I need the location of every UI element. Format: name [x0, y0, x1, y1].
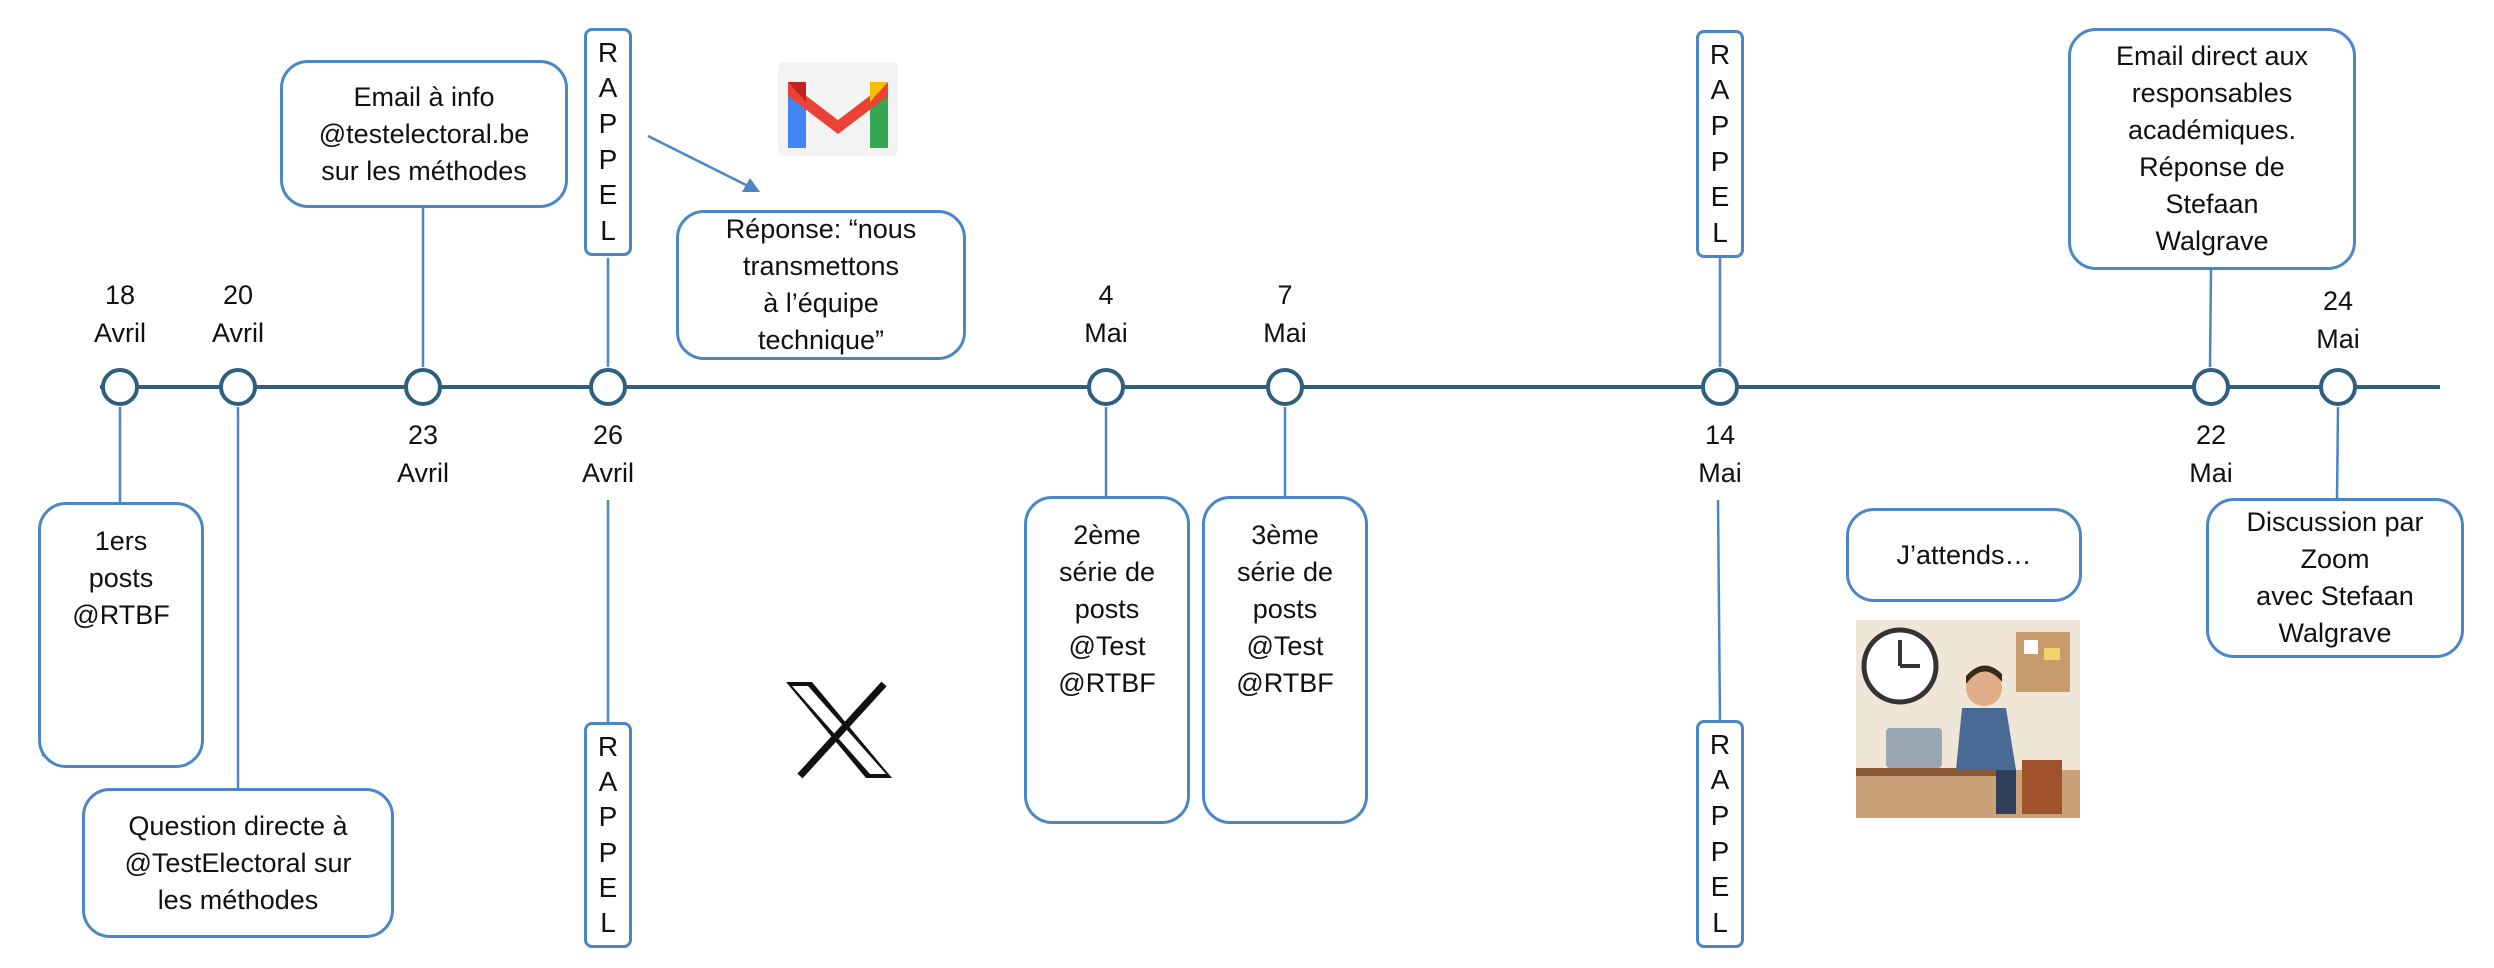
rappel-marker-bottom-26-avril: R A P P E L: [584, 722, 632, 948]
rappel-letter: R: [597, 36, 619, 68]
rappel-letter: P: [598, 836, 618, 868]
deuxieme-serie-text: 2ème série de posts @Test @RTBF: [1058, 520, 1156, 698]
j-attends-box: J’attends…: [1846, 508, 2082, 602]
date-month: Mai: [2316, 324, 2360, 354]
date-label-24-mai: 24 Mai: [2268, 282, 2408, 358]
rappel-letter: P: [1710, 835, 1730, 867]
discussion-zoom-box: Discussion par Zoom avec Stefaan Walgrav…: [2206, 498, 2464, 658]
troisieme-serie-box: 3ème série de posts @Test @RTBF: [1202, 496, 1368, 824]
rappel-letter: P: [598, 143, 618, 175]
x-logo-icon: [786, 681, 892, 779]
rappel-letter: P: [1710, 145, 1730, 177]
date-month: Avril: [93, 318, 146, 348]
date-month: Mai: [1698, 458, 1742, 488]
date-label-22-mai: 22 Mai: [2141, 416, 2281, 492]
date-day: 7: [1277, 280, 1293, 310]
date-day: 4: [1098, 280, 1114, 310]
timeline-node: [1701, 368, 1739, 406]
date-month: Mai: [1263, 318, 1307, 348]
rappel-letter: P: [598, 801, 618, 833]
date-day: 18: [104, 280, 136, 310]
date-month: Mai: [1084, 318, 1128, 348]
date-month: Mai: [2189, 458, 2233, 488]
rappel-letter: A: [1710, 74, 1730, 106]
timeline-node: [2319, 368, 2357, 406]
rappel-letter: P: [1710, 800, 1730, 832]
date-day: 22: [2195, 420, 2227, 450]
arrow-head: [742, 178, 760, 192]
date-month: Avril: [581, 458, 634, 488]
rappel-letter: L: [600, 215, 616, 247]
rappel-marker-top-14-mai: R A P P E L: [1696, 30, 1744, 258]
timeline-node: [1087, 368, 1125, 406]
timeline-node: [2192, 368, 2230, 406]
date-day: 26: [592, 420, 624, 450]
date-day: 23: [407, 420, 439, 450]
rappel-letter: P: [1710, 110, 1730, 142]
timeline-node: [1266, 368, 1304, 406]
rappel-letter: L: [1712, 217, 1728, 249]
rappel-letter: E: [1710, 871, 1730, 903]
question-directe-box: Question directe à @TestElectoral sur le…: [82, 788, 394, 938]
premiers-posts-text: 1ers posts @RTBF: [72, 526, 170, 630]
date-month: Avril: [396, 458, 449, 488]
rappel-letter: P: [598, 108, 618, 140]
troisieme-serie-text: 3ème série de posts @Test @RTBF: [1236, 520, 1334, 698]
timeline-node: [589, 368, 627, 406]
rappel-letter: E: [1710, 181, 1730, 213]
email-info-box: Email à info @testelectoral.be sur les m…: [280, 60, 568, 208]
date-day: 14: [1704, 420, 1736, 450]
date-label-26-avril: 26 Avril: [538, 416, 678, 492]
connector-line: [1716, 499, 1722, 723]
rappel-letter: R: [1709, 728, 1731, 760]
date-month: Avril: [211, 318, 264, 348]
premiers-posts-box: 1ers posts @RTBF: [38, 502, 204, 768]
timeline-node: [219, 368, 257, 406]
connector-line: [2208, 269, 2213, 368]
rappel-letter: R: [1709, 38, 1731, 70]
rappel-letter: A: [598, 72, 618, 104]
date-label-23-avril: 23 Avril: [353, 416, 493, 492]
timeline-node: [404, 368, 442, 406]
gmail-icon: [778, 62, 898, 156]
rappel-letter: E: [598, 179, 618, 211]
rappel-letter: L: [600, 907, 616, 939]
rappel-letter: A: [1710, 764, 1730, 796]
arrow-to-reponse: [647, 134, 753, 190]
rappel-letter: A: [598, 765, 618, 797]
rappel-letter: L: [1712, 907, 1728, 939]
email-direct-box: Email direct aux responsables académique…: [2068, 28, 2356, 270]
reponse-box: Réponse: “nous transmettons à l’équipe t…: [676, 210, 966, 360]
rappel-marker-top-26-avril: R A P P E L: [584, 28, 632, 256]
date-label-18-avril: 18 Avril: [50, 276, 190, 352]
date-day: 24: [2322, 286, 2354, 316]
deuxieme-serie-box: 2ème série de posts @Test @RTBF: [1024, 496, 1190, 824]
waiting-man-image: [1856, 620, 2080, 818]
rappel-letter: E: [598, 871, 618, 903]
rappel-marker-bottom-14-mai: R A P P E L: [1696, 720, 1744, 948]
date-day: 20: [222, 280, 254, 310]
date-label-14-mai: 14 Mai: [1650, 416, 1790, 492]
rappel-letter: R: [597, 730, 619, 762]
date-label-20-avril: 20 Avril: [168, 276, 308, 352]
timeline-node: [101, 368, 139, 406]
date-label-7-mai: 7 Mai: [1215, 276, 1355, 352]
connector-line: [2335, 406, 2340, 501]
date-label-4-mai: 4 Mai: [1036, 276, 1176, 352]
